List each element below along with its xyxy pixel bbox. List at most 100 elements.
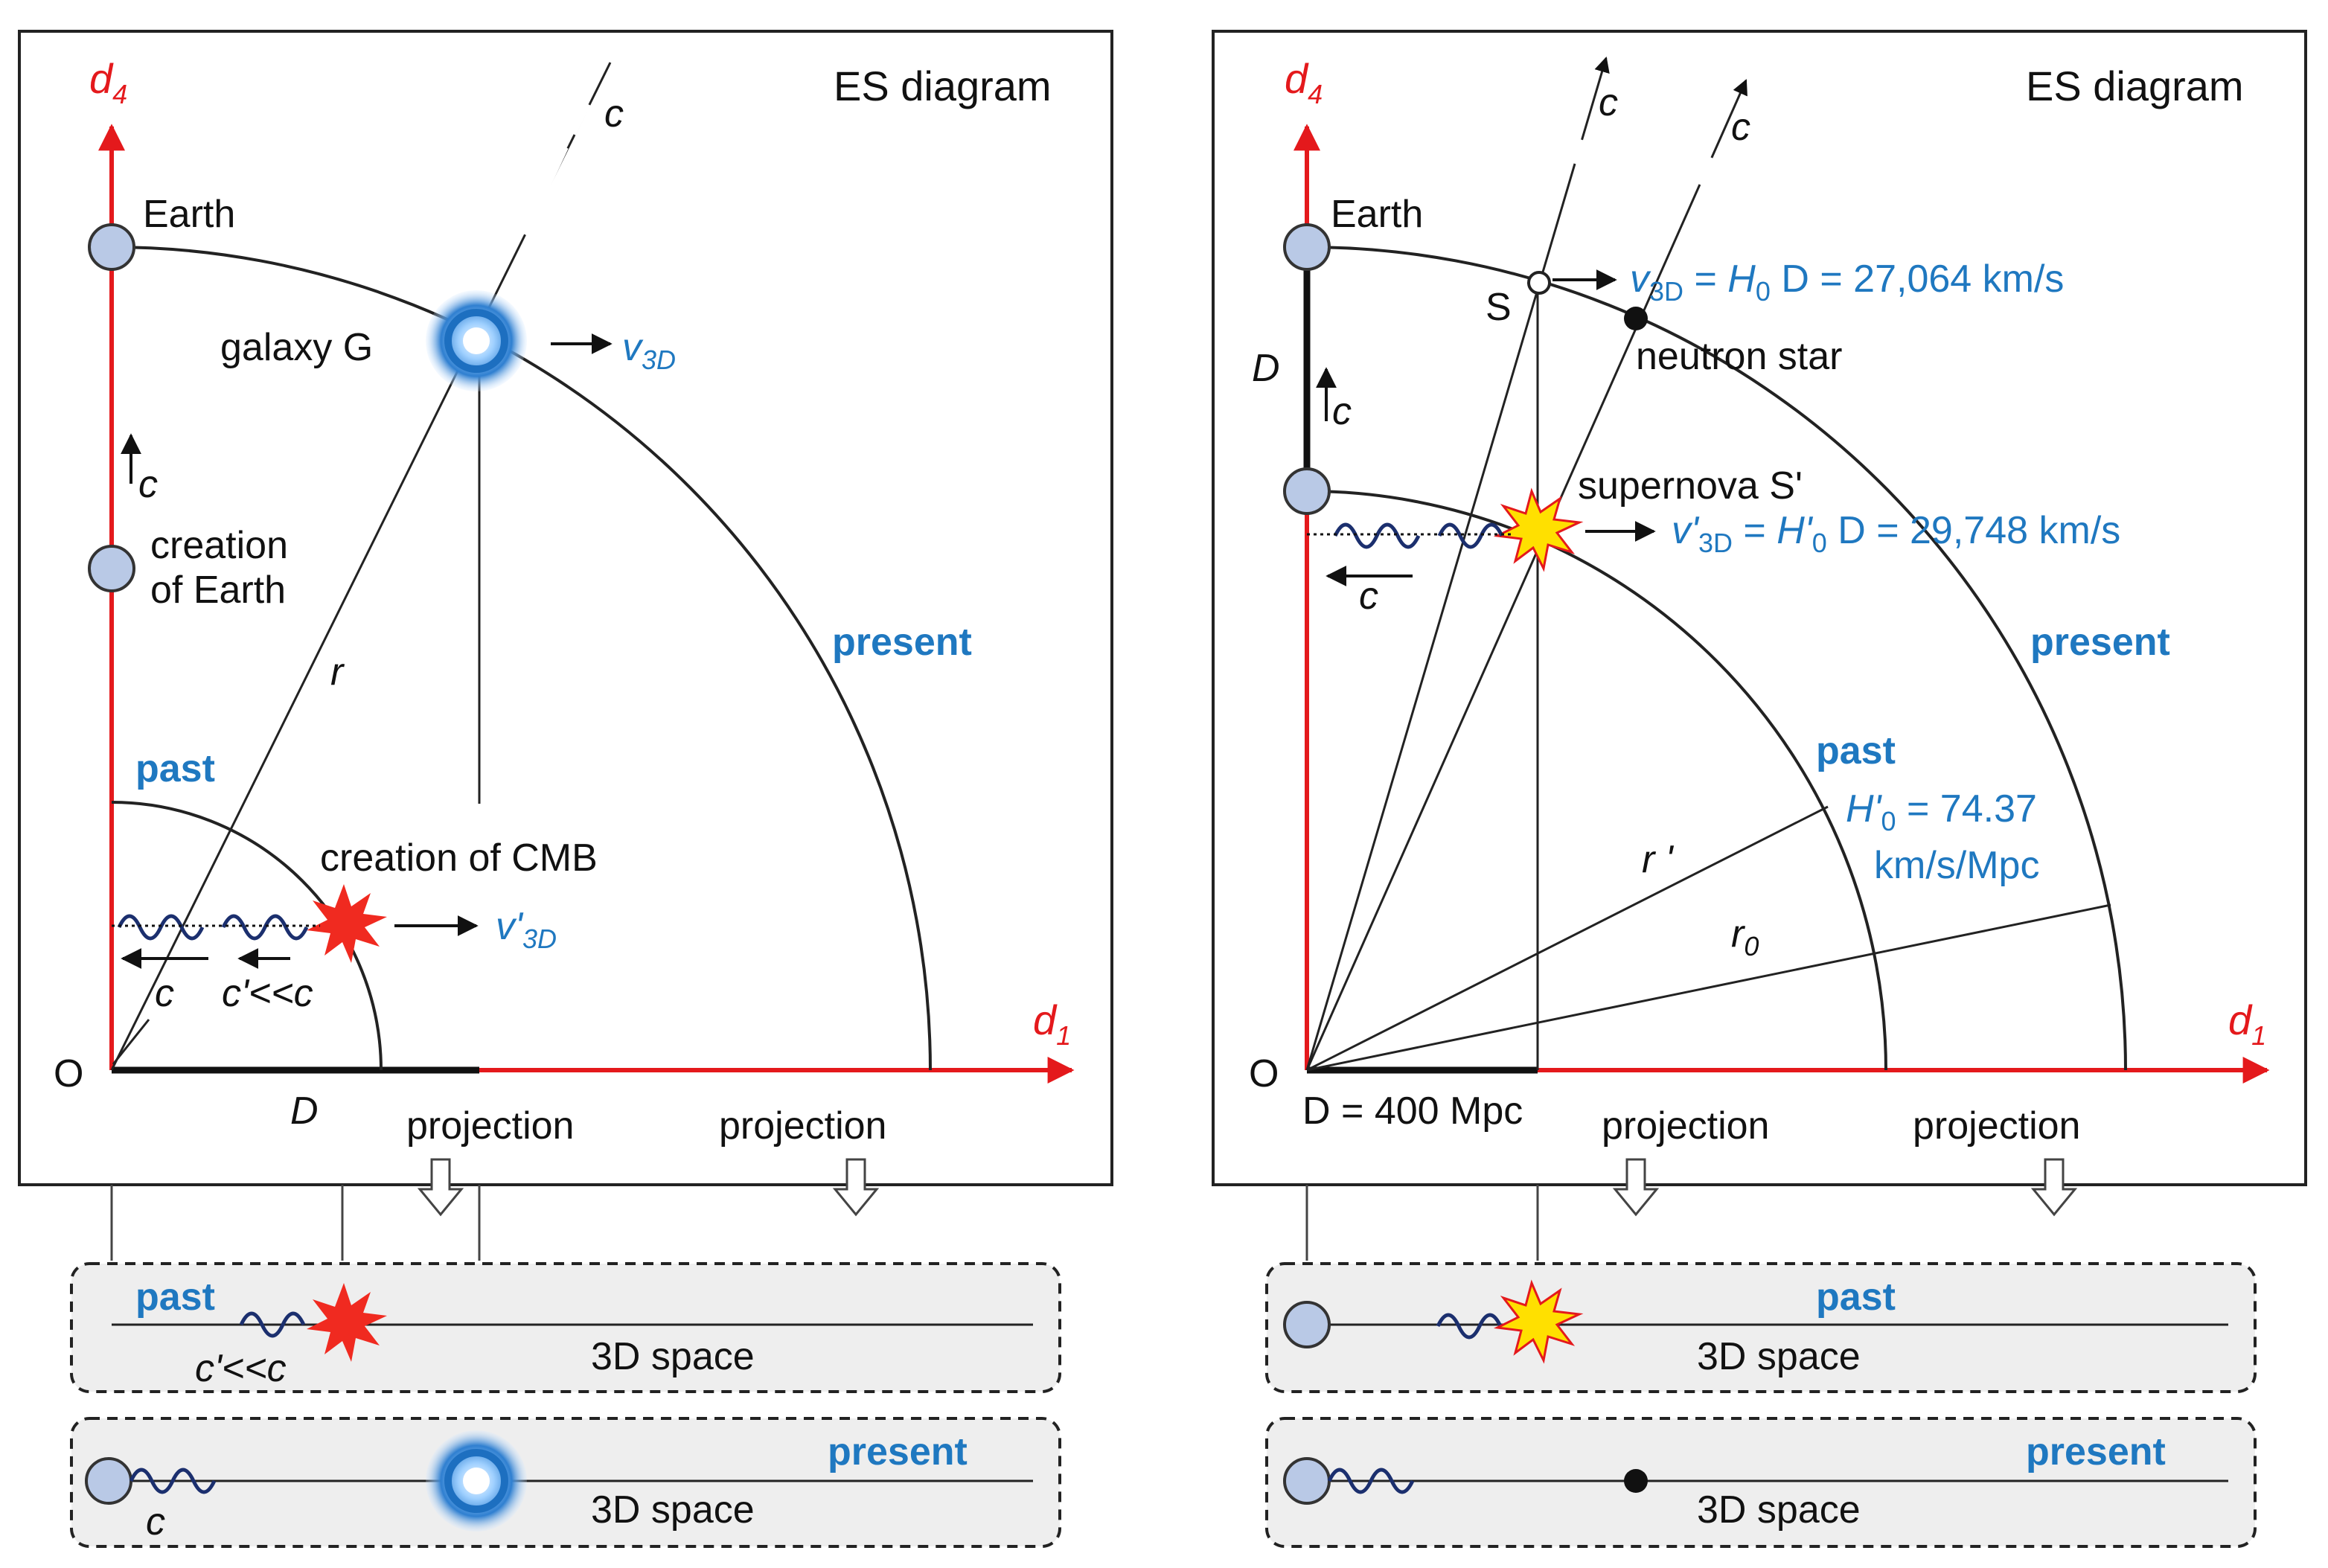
left-past-strip-cprime: c'<<c <box>195 1347 287 1390</box>
origin-label-r: O <box>1249 1052 1279 1095</box>
D-label-r: D <box>1252 347 1280 390</box>
d1-label-r: d1 <box>2228 996 2266 1051</box>
c-up-label: c <box>138 463 158 506</box>
left-present-strip-label: present <box>828 1430 968 1473</box>
c-up-label-r: c <box>1332 390 1352 433</box>
small-tick <box>112 1019 150 1065</box>
earth-label: Earth <box>143 193 235 236</box>
S-label: S <box>1486 286 1512 329</box>
r-prime-label: r ' <box>1642 838 1675 881</box>
projection-arrow-2 <box>832 1158 880 1217</box>
present-label: present <box>832 621 972 664</box>
r-label: r <box>330 650 345 694</box>
projection-arrow-1 <box>417 1158 464 1217</box>
cmb-burst-icon <box>307 884 387 963</box>
d4-label: d4 <box>89 55 127 109</box>
past-label-r: past <box>1816 729 1896 772</box>
v3d-label: v3D <box>622 326 676 375</box>
projection-arrow-r2 <box>2030 1158 2078 1217</box>
left-present-strip-space: 3D space <box>591 1488 755 1532</box>
ray-c2 <box>1305 79 1747 1071</box>
projection-label-2: projection <box>719 1104 886 1148</box>
creation-earth-icon <box>88 545 135 592</box>
left-past-strip-label: past <box>135 1276 215 1319</box>
wave-icon-3 <box>239 1311 306 1338</box>
origin-label: O <box>54 1052 83 1095</box>
r0-label: r0 <box>1731 912 1759 961</box>
panel-title: ES diagram <box>834 63 1052 109</box>
neutron-star-icon <box>1624 307 1648 330</box>
earth-label-r: Earth <box>1331 193 1423 236</box>
panel-title-r: ES diagram <box>2026 63 2244 109</box>
galaxy-label: galaxy G <box>220 326 373 369</box>
wave-icon-r3 <box>1436 1313 1503 1340</box>
supernova-label: supernova S' <box>1578 464 1803 508</box>
supernova-icon <box>1493 487 1584 572</box>
h0-prime-label: H'0 = 74.37 <box>1846 787 2037 836</box>
left-panel: ES diagram d4 d1 O Earth galaxy G v3D c … <box>18 30 1113 1548</box>
c-dash-r1 <box>1572 138 1585 165</box>
c-prime-label: c'<<c <box>222 972 313 1015</box>
wave-icon-4 <box>129 1468 217 1494</box>
v3d-equation: v3D = H0 D = 27,064 km/s <box>1630 257 2064 307</box>
past-arc-r <box>1306 490 1887 1071</box>
S-point-icon <box>1527 271 1551 295</box>
c-left-label-r: c <box>1359 575 1378 618</box>
v3d-prime-equation: v'3D = H'0 D = 29,748 km/s <box>1672 509 2120 558</box>
galaxy-icon-strip <box>426 1430 527 1532</box>
projection-arrow-r1 <box>1612 1158 1660 1217</box>
earth-icon-r <box>1283 223 1331 271</box>
past-arc <box>111 801 383 1071</box>
right-present-strip <box>1265 1417 2257 1548</box>
wave-icon <box>117 914 205 941</box>
present-arc-r <box>1306 246 2127 1071</box>
ray-r-prime <box>1306 805 1829 1072</box>
D-label: D <box>290 1089 319 1133</box>
present-arc <box>111 246 932 1071</box>
right-present-strip-space: 3D space <box>1697 1488 1861 1532</box>
c-dash-1 <box>522 146 569 236</box>
left-past-strip-space: 3D space <box>591 1335 755 1378</box>
galaxy-icon <box>426 290 527 391</box>
cmb-burst-icon-2 <box>307 1283 387 1362</box>
wave-icon-r2 <box>1437 522 1504 549</box>
D-value-label: D = 400 Mpc <box>1302 1089 1523 1133</box>
right-past-strip-space: 3D space <box>1697 1335 1861 1378</box>
past-label: past <box>135 747 215 790</box>
neutron-star-icon-strip <box>1624 1469 1648 1493</box>
earth-icon-strip-r1 <box>1283 1301 1331 1348</box>
projection-label-r1: projection <box>1602 1104 1769 1148</box>
d4-label-r: d4 <box>1285 55 1323 109</box>
creation-earth-label-2: of Earth <box>150 569 286 612</box>
projection-label-r2: projection <box>1913 1104 2080 1148</box>
past-earth-icon-r <box>1283 467 1331 515</box>
earth-icon <box>88 223 135 271</box>
c-left-label: c <box>155 972 174 1015</box>
c-top-label: c <box>604 92 624 135</box>
c-dash-2 <box>570 103 591 135</box>
left-past-strip <box>70 1262 1061 1393</box>
right-present-strip-label: present <box>2026 1430 2166 1473</box>
left-present-strip-c: c <box>146 1500 165 1543</box>
right-past-strip <box>1265 1262 2257 1393</box>
creation-cmb-label: creation of CMB <box>320 836 598 880</box>
right-past-strip-label: past <box>1816 1276 1896 1319</box>
c-top-label-r2: c <box>1731 106 1750 149</box>
left-present-strip <box>70 1417 1061 1548</box>
creation-earth-label-1: creation <box>150 524 288 567</box>
v3d-prime-label: v'3D <box>496 905 557 954</box>
neutron-star-label: neutron star <box>1636 335 1843 378</box>
wave-icon-r1 <box>1333 522 1421 549</box>
earth-icon-strip-r2 <box>1283 1457 1331 1505</box>
left-panel-frame <box>18 30 1113 1186</box>
earth-icon-strip <box>85 1457 132 1505</box>
d1-label: d1 <box>1033 996 1071 1051</box>
ray-r0 <box>1306 903 2111 1072</box>
projection-label-1: projection <box>406 1104 574 1148</box>
wave-icon-r4 <box>1327 1468 1415 1494</box>
c-dash-r2 <box>1697 156 1715 186</box>
ray-c1 <box>1305 56 1610 1071</box>
right-panel-frame <box>1212 30 2307 1186</box>
right-panel: ES diagram d4 d1 O Earth S c c v3D = H0 … <box>1212 30 2307 1548</box>
